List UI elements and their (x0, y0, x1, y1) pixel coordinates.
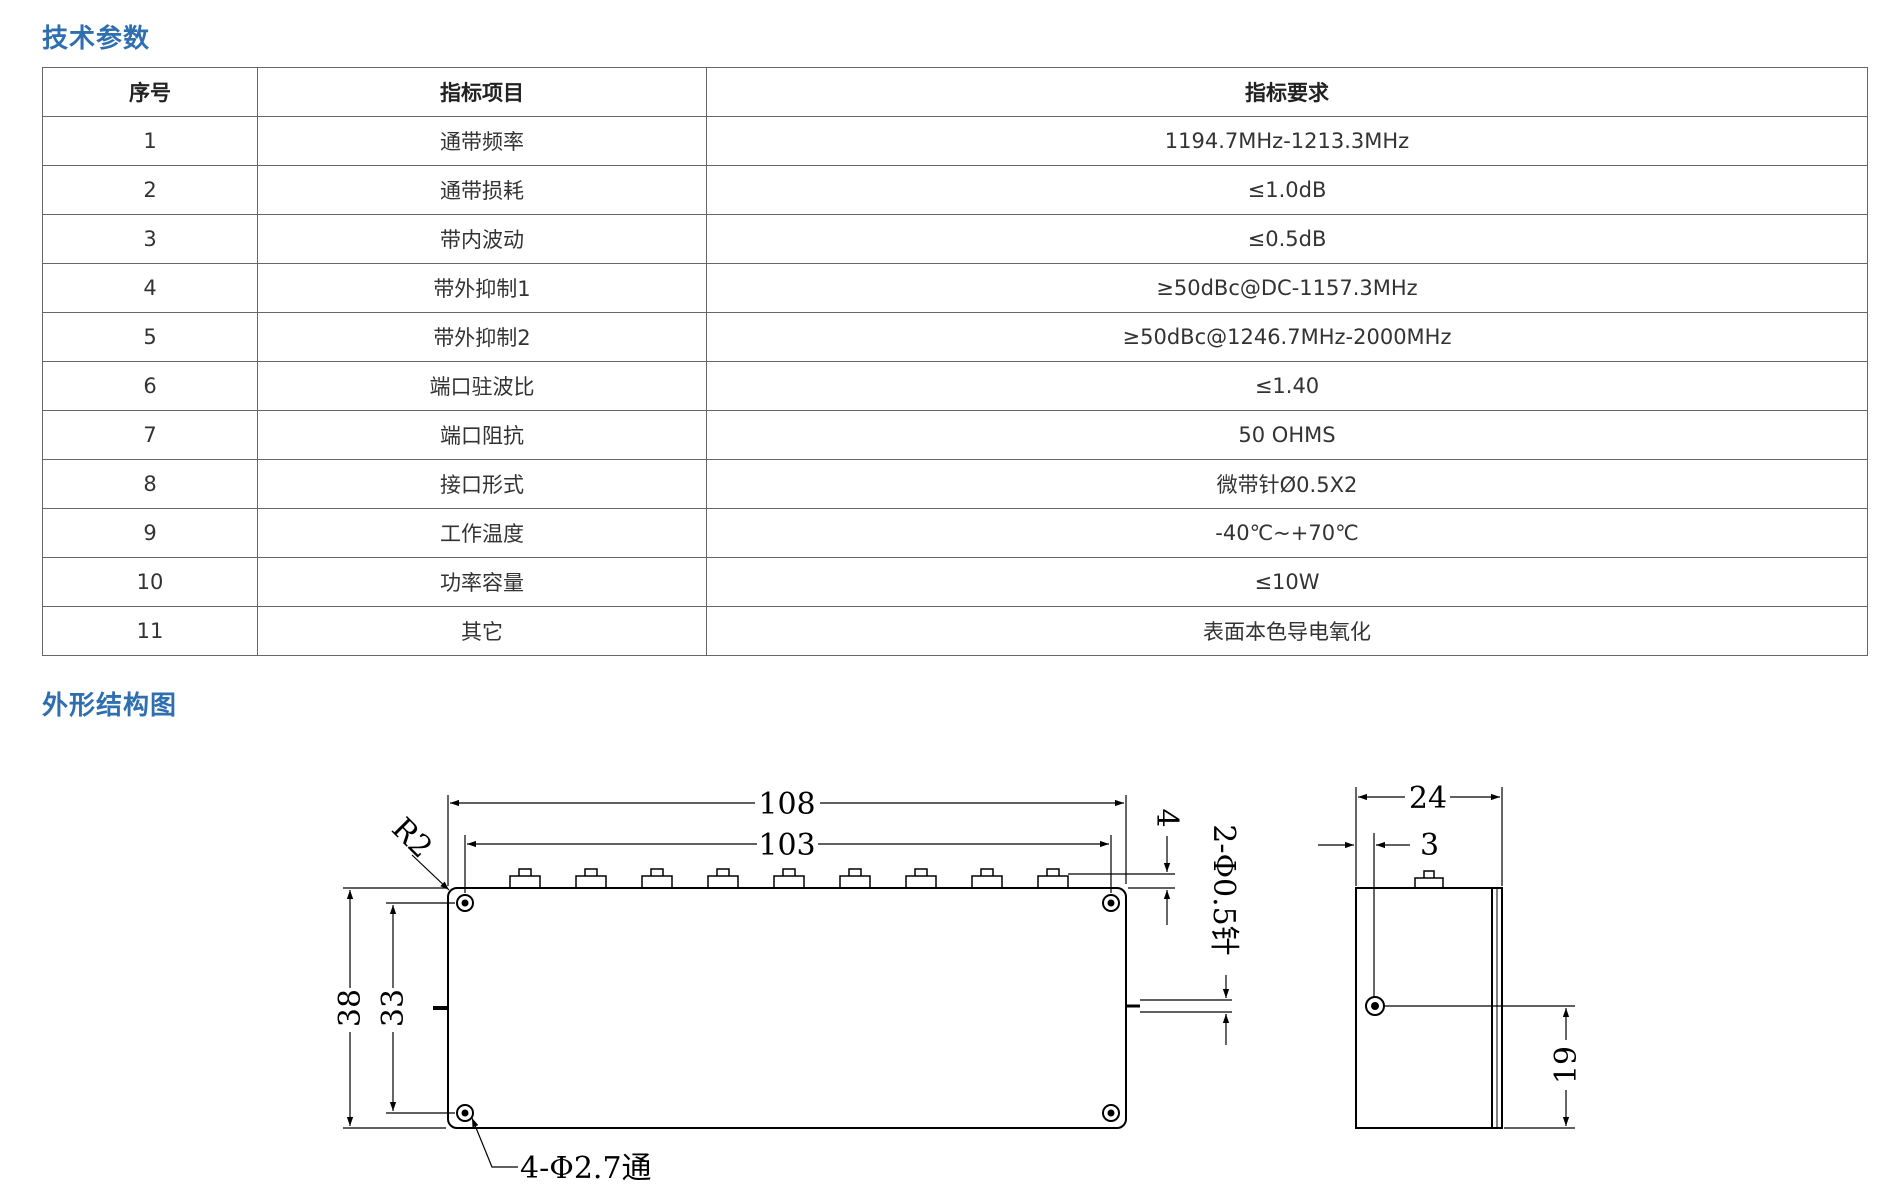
cell-requirement: ≥50dBc@1246.7MHz-2000MHz (706, 312, 1868, 362)
section-title-specs: 技术参数 (42, 24, 151, 54)
dim-103-label: 103 (758, 828, 815, 863)
cell-item: 带外抑制2 (257, 312, 707, 362)
cell-index: 4 (42, 263, 258, 313)
dim-4-label: 4 (1149, 808, 1184, 827)
cell-index: 7 (42, 410, 258, 460)
cell-item: 接口形式 (257, 459, 707, 509)
cell-requirement: ≤1.40 (706, 361, 1868, 411)
cell-requirement: 微带针Ø0.5X2 (706, 459, 1868, 509)
cell-item: 通带损耗 (257, 165, 707, 215)
dim-33-label: 33 (376, 989, 411, 1027)
table-row: 6 端口驻波比 ≤1.40 (42, 361, 1868, 411)
table-row: 10 功率容量 ≤10W (42, 557, 1868, 607)
mounting-holes (456, 894, 1120, 1122)
table-row: 8 接口形式 微带针Ø0.5X2 (42, 459, 1868, 509)
dim-19-label: 19 (1549, 1046, 1584, 1084)
cell-requirement: ≤1.0dB (706, 165, 1868, 215)
cell-index: 9 (42, 508, 258, 558)
dim-108-label: 108 (758, 787, 815, 822)
table-row: 2 通带损耗 ≤1.0dB (42, 165, 1868, 215)
cell-index: 1 (42, 116, 258, 166)
front-view (433, 868, 1140, 1129)
pin-spec-label: 2-Φ0.5针 (1206, 824, 1241, 956)
cell-item: 带外抑制1 (257, 263, 707, 313)
cell-item: 通带频率 (257, 116, 707, 166)
table-row: 3 带内波动 ≤0.5dB (42, 214, 1868, 264)
dim-24-label: 24 (1409, 781, 1447, 816)
table-header-row: 序号 指标项目 指标要求 (42, 67, 1868, 117)
corner-radius-label: R2 (385, 811, 439, 865)
side-view (1355, 870, 1503, 1129)
header-item: 指标项目 (257, 67, 707, 117)
dimension-labels: 108 103 4 2-Φ0.5针 R2 38 33 4-Φ2.7通 24 3 … (333, 781, 1584, 1186)
cell-item: 带内波动 (257, 214, 707, 264)
table-row: 9 工作温度 -40℃~+70℃ (42, 508, 1868, 558)
cell-index: 8 (42, 459, 258, 509)
cell-index: 2 (42, 165, 258, 215)
header-index: 序号 (42, 67, 258, 117)
outline-drawing: 108 103 4 2-Φ0.5针 R2 38 33 4-Φ2.7通 24 3 … (333, 781, 1584, 1186)
cell-requirement: ≤0.5dB (706, 214, 1868, 264)
spec-table: 序号 指标项目 指标要求 1 通带频率 1194.7MHz-1213.3MHz … (42, 67, 1868, 656)
cell-index: 3 (42, 214, 258, 264)
cell-requirement: -40℃~+70℃ (706, 508, 1868, 558)
side-body (1355, 887, 1503, 1129)
cell-requirement: ≤10W (706, 557, 1868, 607)
cell-index: 11 (42, 606, 258, 656)
table-row: 4 带外抑制1 ≥50dBc@DC-1157.3MHz (42, 263, 1868, 313)
table-row: 1 通带频率 1194.7MHz-1213.3MHz (42, 116, 1868, 166)
table-row: 5 带外抑制2 ≥50dBc@1246.7MHz-2000MHz (42, 312, 1868, 362)
header-requirement: 指标要求 (706, 67, 1868, 117)
cell-index: 10 (42, 557, 258, 607)
section-title-outline: 外形结构图 (42, 691, 178, 721)
cell-item: 其它 (257, 606, 707, 656)
dim-38-label: 38 (333, 989, 368, 1027)
cell-item: 端口阻抗 (257, 410, 707, 460)
cell-requirement: 表面本色导电氧化 (706, 606, 1868, 656)
cell-item: 功率容量 (257, 557, 707, 607)
cell-item: 端口驻波比 (257, 361, 707, 411)
table-row: 11 其它 表面本色导电氧化 (42, 606, 1868, 656)
cell-index: 6 (42, 361, 258, 411)
table-row: 7 端口阻抗 50 OHMS (42, 410, 1868, 460)
dim-3-label: 3 (1420, 828, 1439, 863)
tuning-screws (509, 868, 1069, 888)
cell-requirement: 1194.7MHz-1213.3MHz (706, 116, 1868, 166)
side-dimensions (1318, 787, 1575, 1129)
front-dimensions (343, 795, 1232, 1168)
cell-index: 5 (42, 312, 258, 362)
filter-body (447, 887, 1127, 1129)
cell-requirement: ≥50dBc@DC-1157.3MHz (706, 263, 1868, 313)
cell-requirement: 50 OHMS (706, 410, 1868, 460)
mount-holes-label: 4-Φ2.7通 (520, 1151, 652, 1186)
cell-item: 工作温度 (257, 508, 707, 558)
